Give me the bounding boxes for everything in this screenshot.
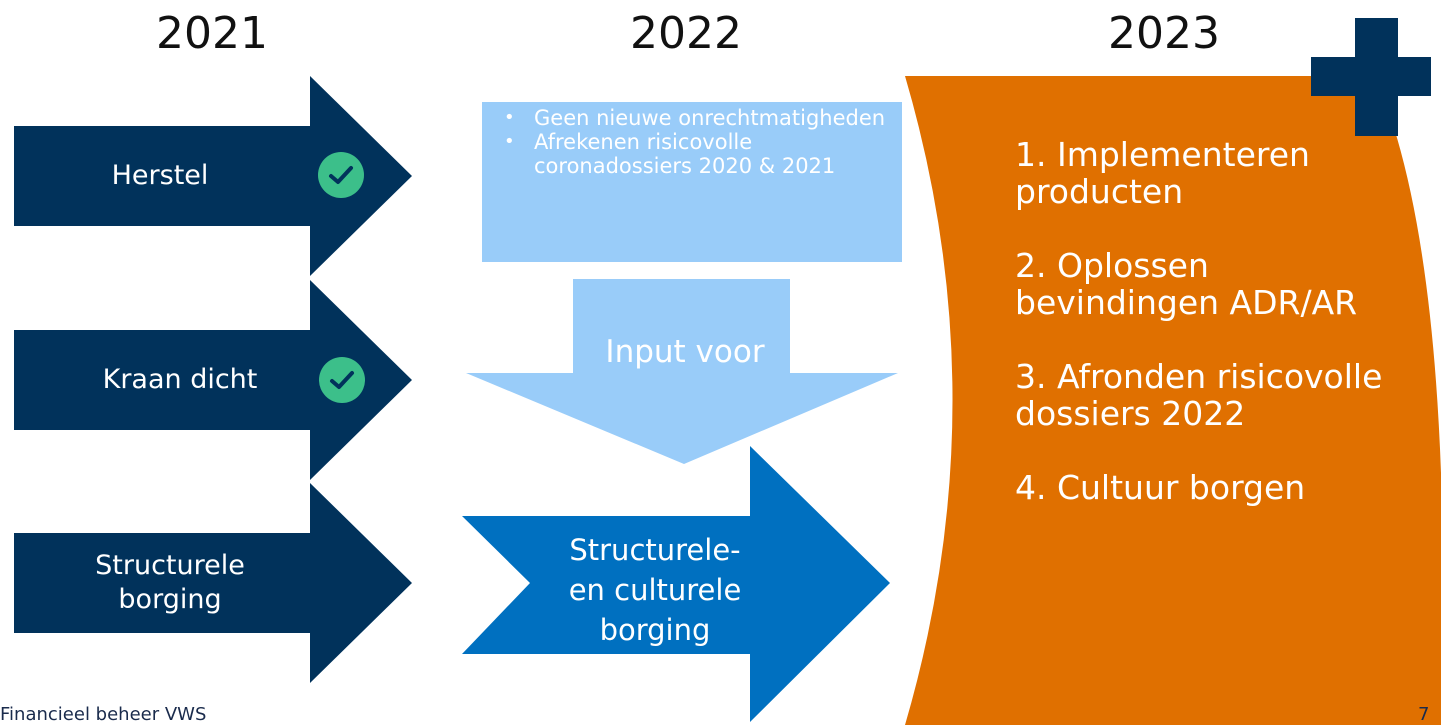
page-number: 7 [1418, 704, 1430, 725]
bullet-item: Geen nieuwe onrechtmatigheden [482, 106, 902, 130]
arrow-structurele-borging [14, 483, 412, 683]
list-item: 1. Implementeren producten [1015, 135, 1310, 211]
arrow-structurele-borging-label: Structurele borging [95, 550, 245, 615]
check-circle-icon [318, 152, 364, 198]
list-2023: 1. Implementeren producten 2. Oplossen b… [1015, 136, 1415, 543]
arrow-herstel-label: Herstel [111, 160, 209, 191]
year-2021: 2021 [156, 8, 268, 59]
year-2023: 2023 [1108, 8, 1220, 59]
arrow-kraan-dicht-label: Kraan dicht [102, 364, 258, 395]
right-arrow-borging [462, 446, 890, 722]
list-item: 2. Oplossen bevindingen ADR/AR [1015, 246, 1358, 322]
year-2022: 2022 [630, 8, 742, 59]
arrow-kraan-dicht [14, 280, 412, 480]
check-circle-icon [319, 357, 365, 403]
orange-scroll-2023 [905, 76, 1441, 725]
down-arrow-label: Input voor [605, 334, 765, 370]
list-item: 3. Afronden risicovolle dossiers 2022 [1015, 357, 1383, 433]
footer-text: Financieel beheer VWS [0, 704, 207, 725]
right-arrow-label: Structurele-en culturele borging [568, 533, 742, 647]
arrow-herstel [14, 76, 412, 276]
down-arrow-input [466, 279, 898, 464]
list-item: 4. Cultuur borgen [1015, 468, 1306, 507]
bullet-item: Afrekenen risicovolle coronadossiers 202… [482, 130, 902, 178]
bullet-list-2022: Geen nieuwe onrechtmatigheden Afrekenen … [482, 106, 902, 264]
plus-icon [1311, 18, 1431, 136]
